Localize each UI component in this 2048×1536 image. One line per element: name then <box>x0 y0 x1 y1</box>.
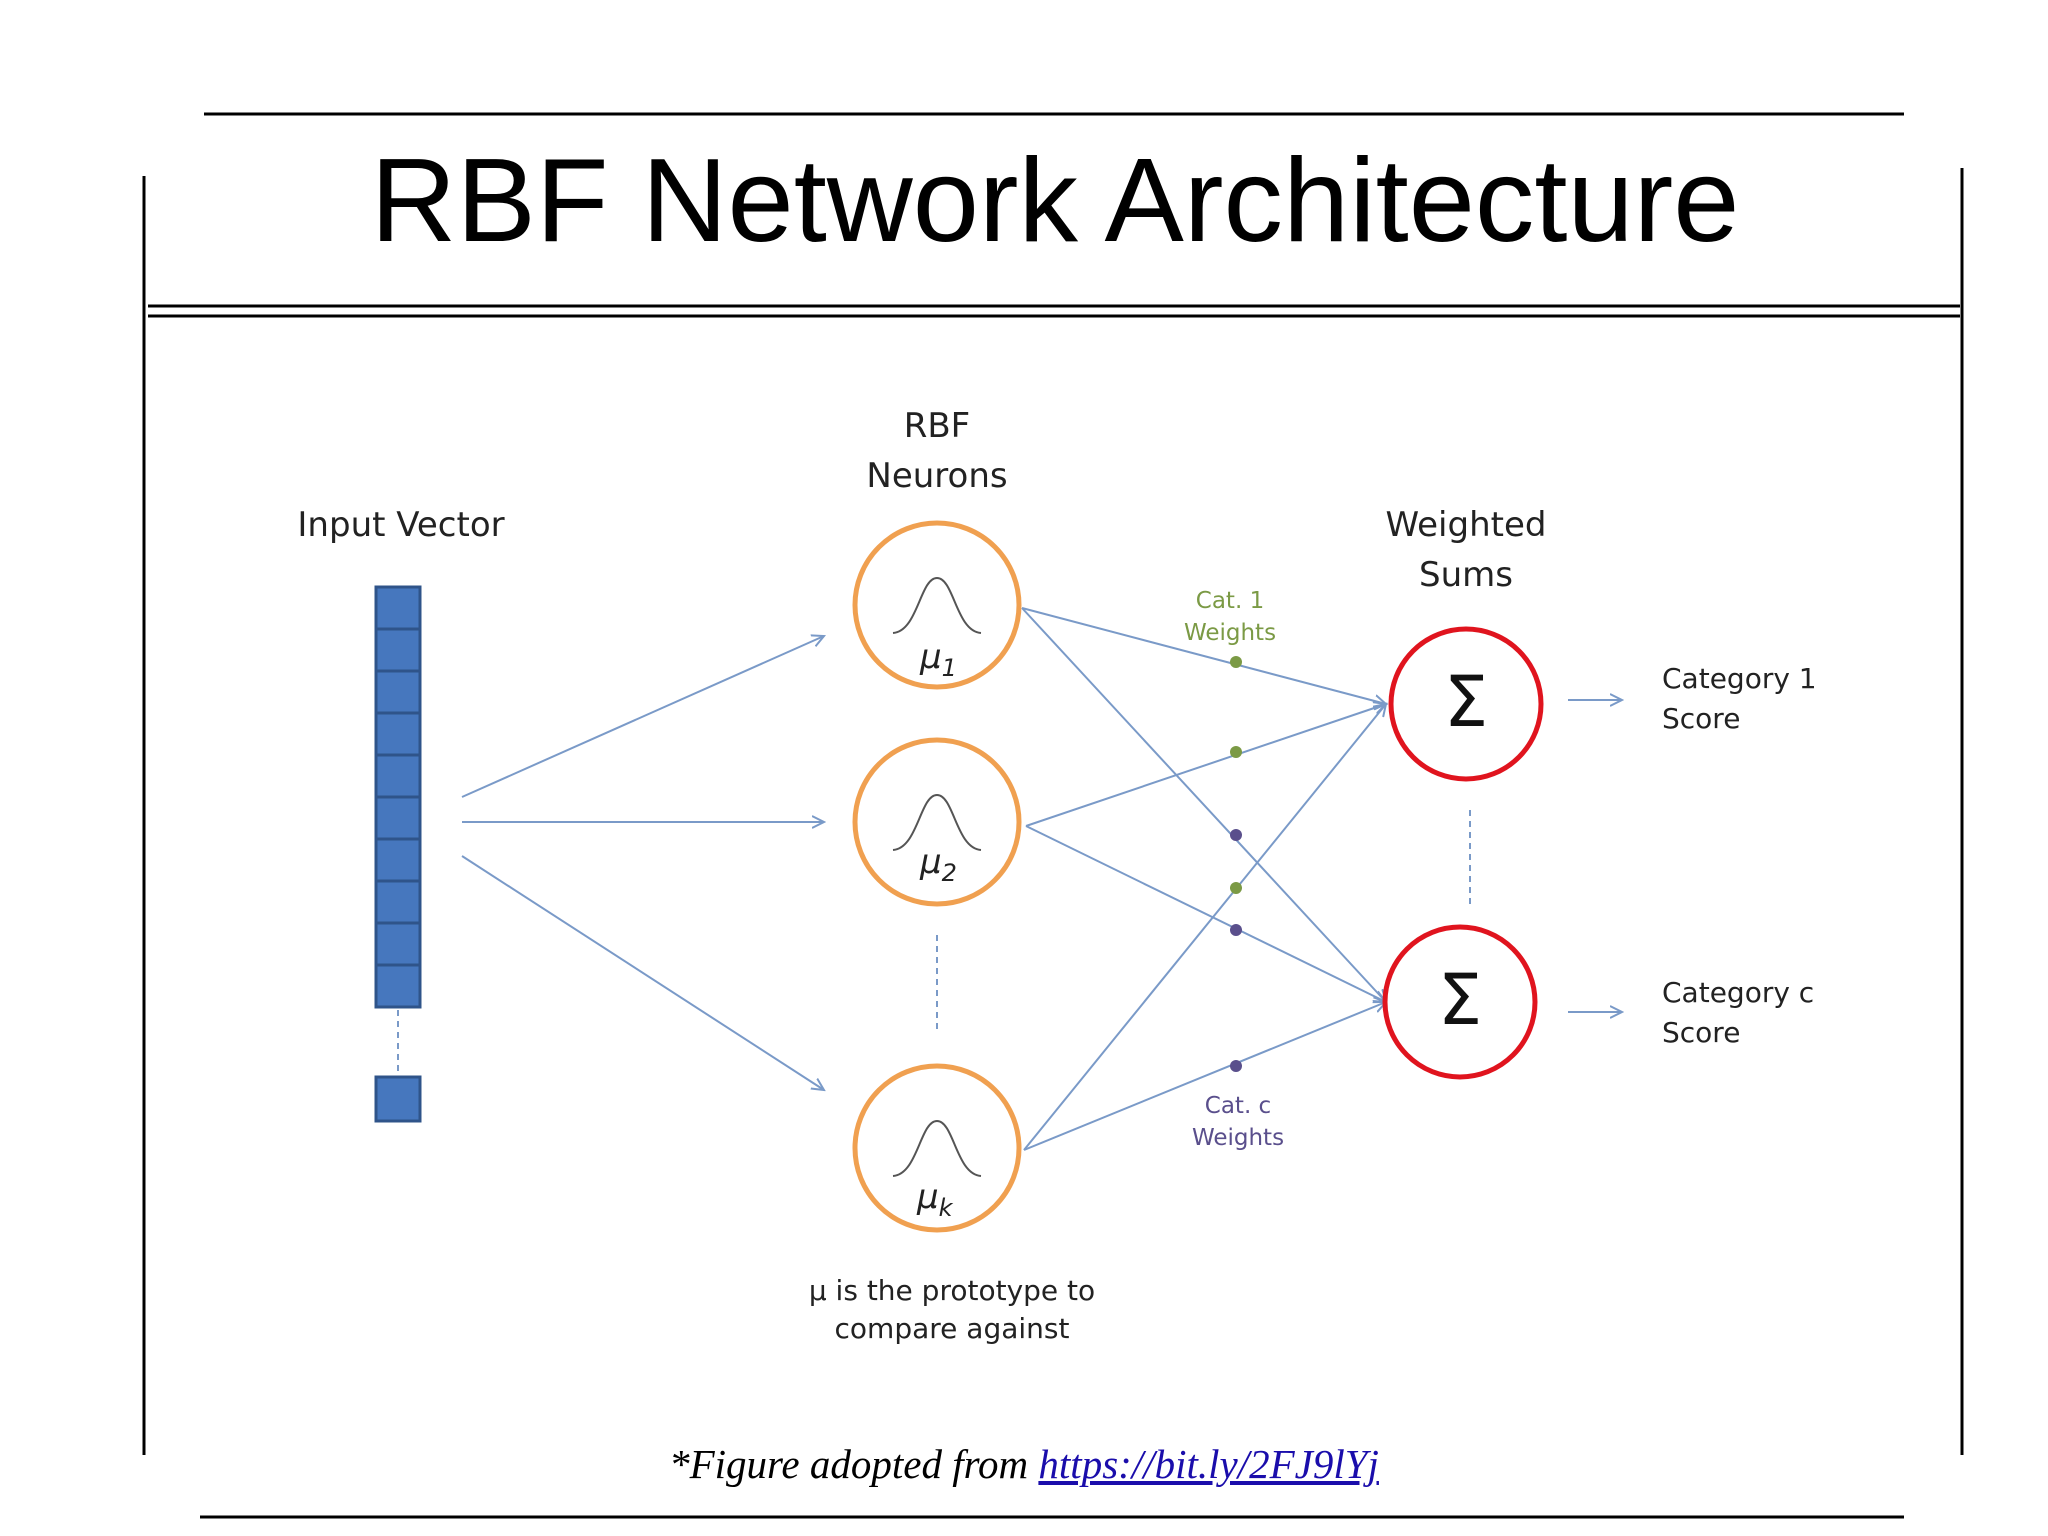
sum-node-cat1: Σ <box>1388 626 1544 782</box>
input-cell <box>374 879 422 925</box>
output-cat1-line1: Category 1 <box>1662 662 1817 695</box>
catc-weights-label-line1: Cat. c <box>1205 1093 1271 1119</box>
input-vector <box>374 585 422 1123</box>
input-cell <box>374 921 422 967</box>
neuron-mu-label: μ2 <box>919 842 957 887</box>
slide-title: RBF Network Architecture <box>370 134 1740 267</box>
input-cell <box>374 963 422 1009</box>
sums-label-line2: Sums <box>1419 555 1513 595</box>
input-cell <box>374 627 422 673</box>
sigma-icon: Σ <box>1444 661 1488 743</box>
cat1-weights-label-line2: Weights <box>1184 620 1276 646</box>
output-cat1-line2: Score <box>1662 702 1740 735</box>
weight-connections <box>1021 607 1386 1151</box>
rbf-label-line2: Neurons <box>866 456 1007 496</box>
caption-prefix: *Figure adopted from <box>669 1441 1039 1487</box>
weight-dot-catc <box>1230 1060 1242 1072</box>
input-arrow-3 <box>461 855 824 1090</box>
rbf-neuron-2: μ2 <box>852 737 1022 907</box>
rbf-neuron-1: μ1 <box>852 520 1022 690</box>
neuron-mu-label: μk <box>916 1177 954 1222</box>
connection-n2-s1 <box>1025 704 1386 827</box>
weight-dot-cat1 <box>1230 656 1242 668</box>
sum-circle <box>1382 924 1538 1080</box>
neuron-circle <box>852 1063 1022 1233</box>
sigma-icon: Σ <box>1438 959 1482 1041</box>
input-cell <box>374 711 422 757</box>
input-cell-last <box>374 1075 422 1123</box>
gaussian-icon <box>892 576 982 634</box>
weight-dot-catc <box>1230 924 1242 936</box>
caption-link[interactable]: https://bit.ly/2FJ9lYj <box>1038 1441 1379 1487</box>
output-catc-line1: Category c <box>1662 976 1814 1009</box>
input-vector-label: Input Vector <box>297 505 504 545</box>
input-cell <box>374 669 422 715</box>
input-cell <box>374 795 422 841</box>
weight-dot-cat1 <box>1230 746 1242 758</box>
sums-label-line1: Weighted <box>1386 505 1547 545</box>
figure-caption: *Figure adopted from https://bit.ly/2FJ9… <box>0 1440 2048 1488</box>
connection-n2-sc <box>1025 825 1386 1002</box>
gaussian-icon <box>892 793 982 851</box>
neuron-circle <box>852 520 1022 690</box>
input-cell <box>374 753 422 799</box>
prototype-note-line1: μ is the prototype to <box>809 1274 1095 1307</box>
weight-dot-cat1 <box>1230 882 1242 894</box>
sum-circle <box>1388 626 1544 782</box>
neuron-mu-label: μ1 <box>919 637 957 682</box>
rbf-label-line1: RBF <box>904 406 971 446</box>
rbf-neuron-k: μk <box>852 1063 1022 1233</box>
connection-n1-s1 <box>1021 607 1386 704</box>
connection-n1-sc <box>1021 607 1386 1002</box>
neuron-circle <box>852 737 1022 907</box>
input-arrow-1 <box>461 636 824 798</box>
prototype-note-line2: compare against <box>835 1312 1070 1345</box>
input-cell <box>374 585 422 631</box>
connection-nk-s1 <box>1023 704 1386 1151</box>
connection-nk-sc <box>1023 1002 1386 1151</box>
sum-node-catc: Σ <box>1382 924 1538 1080</box>
input-cell <box>374 837 422 883</box>
output-catc-line2: Score <box>1662 1016 1740 1049</box>
cat1-weights-label-line1: Cat. 1 <box>1196 588 1264 614</box>
catc-weights-label-line2: Weights <box>1192 1125 1284 1151</box>
weight-dot-catc <box>1230 829 1242 841</box>
gaussian-icon <box>892 1119 982 1177</box>
